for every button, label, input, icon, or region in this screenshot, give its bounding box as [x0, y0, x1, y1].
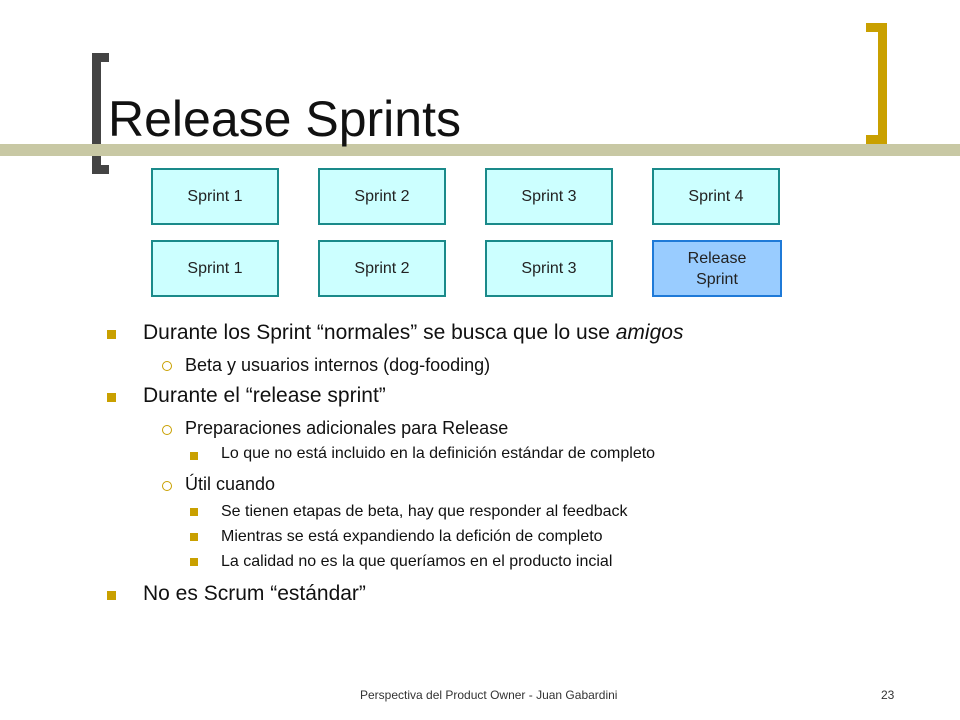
sprint-box: Sprint 3	[485, 240, 613, 297]
bullet-item: Durante el “release sprint”	[143, 384, 386, 407]
footer-text: Perspectiva del Product Owner - Juan Gab…	[360, 688, 618, 702]
bullet-item: Lo que no está incluido en la definición…	[221, 445, 656, 462]
bullet-emphasis: amigos	[615, 321, 684, 344]
bullet-item: Se tienen etapas de beta, hay que respon…	[221, 503, 628, 520]
bullet-square	[190, 508, 198, 516]
sprint-box: Sprint 1	[151, 168, 279, 225]
bullet-ring	[162, 425, 172, 435]
sprint-box: Sprint 1	[151, 240, 279, 297]
bullet-text: Durante los Sprint “normales” se busca q…	[143, 321, 616, 344]
release-sprint-label: Release Sprint	[687, 249, 747, 288]
sprint-box: Sprint 2	[318, 240, 446, 297]
bullet-square	[190, 452, 198, 460]
bullet-square	[107, 393, 116, 402]
bullet-square	[107, 330, 116, 339]
bullet-item: No es Scrum “estándar”	[143, 582, 366, 605]
bullet-item: Beta y usuarios internos (dog-fooding)	[185, 355, 491, 375]
title-rule-bar	[0, 144, 960, 156]
sprint-row-with-release: Sprint 1 Sprint 2 Sprint 3 Release Sprin…	[151, 240, 782, 297]
bullet-item: Útil cuando	[185, 474, 276, 494]
right-bracket-decoration	[866, 23, 887, 144]
slide-title: Release Sprints	[108, 91, 461, 147]
sprint-box: Sprint 3	[485, 168, 613, 225]
bullet-item: Mientras se está expandiendo la defición…	[221, 528, 603, 545]
bullet-square	[190, 558, 198, 566]
left-bracket-decoration	[92, 53, 109, 174]
bullet-square	[190, 533, 198, 541]
page-number: 23	[881, 688, 895, 702]
bullet-ring	[162, 481, 172, 491]
sprint-row-normal: Sprint 1 Sprint 2 Sprint 3 Sprint 4	[151, 168, 780, 225]
bullet-item: Durante los Sprint “normales” se busca q…	[143, 321, 683, 345]
bullet-item: Preparaciones adicionales para Release	[185, 418, 509, 438]
bullet-square	[107, 591, 116, 600]
bullet-item: La calidad no es la que queríamos en el …	[221, 553, 613, 570]
sprint-box: Sprint 2	[318, 168, 446, 225]
release-sprint-box: Release Sprint	[652, 240, 782, 297]
sprint-box: Sprint 4	[652, 168, 780, 225]
bullet-ring	[162, 361, 172, 371]
